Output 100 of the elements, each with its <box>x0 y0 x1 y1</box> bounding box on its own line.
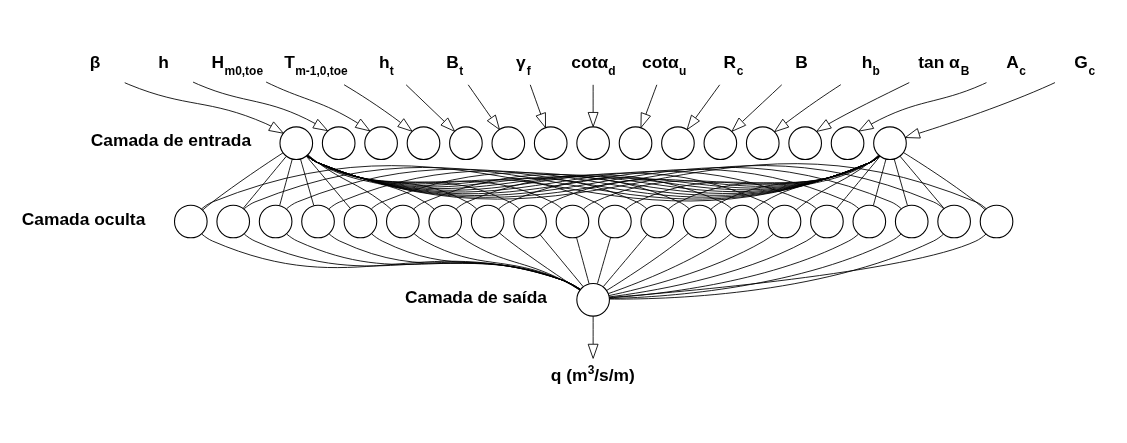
connector <box>307 155 520 210</box>
node-circle <box>364 126 398 161</box>
node-text: q (m$^{3}$/s/m) <box>550 363 635 386</box>
connector <box>753 155 880 210</box>
node-text: T$_{m-1,0,toe}$ <box>284 51 348 78</box>
arrow <box>904 82 1056 139</box>
arrow <box>265 81 371 132</box>
node-circle <box>428 204 463 239</box>
node-text: tan α$_{B}$ <box>918 51 970 78</box>
node-circle <box>576 282 610 317</box>
connector <box>608 233 817 298</box>
connector <box>576 237 590 285</box>
node-text: B$_{t}$ <box>446 51 464 78</box>
node-circle <box>513 204 547 239</box>
arrow <box>529 84 546 128</box>
connector <box>305 155 351 209</box>
connector <box>242 156 287 209</box>
node-text: γ$_{f}$ <box>515 51 531 78</box>
node-circle <box>852 204 887 239</box>
node-circle <box>216 204 251 239</box>
node-circle <box>618 126 653 161</box>
node-circle <box>725 204 759 239</box>
node-circle <box>555 204 590 239</box>
connector <box>307 154 392 210</box>
node-text: cotα$_{d}$ <box>571 51 616 78</box>
connector <box>606 233 689 291</box>
label: Camada de entrada <box>90 130 252 151</box>
node-circle <box>745 126 780 161</box>
connector <box>499 232 581 291</box>
connector <box>279 158 293 206</box>
arrow <box>192 81 328 132</box>
node-circle <box>173 204 208 239</box>
connector <box>903 152 986 210</box>
arrow <box>686 84 721 130</box>
arrow <box>587 84 599 128</box>
connector <box>413 233 581 291</box>
node-text: h$_{b}$ <box>861 51 880 78</box>
arrow <box>124 82 284 134</box>
node-text: β <box>89 51 101 72</box>
node-circle <box>979 204 1014 239</box>
node-circle <box>449 126 483 161</box>
connector <box>893 158 908 206</box>
arrow <box>858 82 987 132</box>
connector <box>307 154 435 210</box>
connector <box>836 156 881 209</box>
connector <box>371 233 581 291</box>
node-circle <box>470 204 505 239</box>
node-circle <box>661 126 695 161</box>
node-text: h$_{t}$ <box>378 51 394 78</box>
node-circle <box>301 204 335 239</box>
connector <box>872 158 887 206</box>
arrow <box>816 82 910 132</box>
connector <box>300 158 315 206</box>
node-circle <box>343 204 378 239</box>
node-circle <box>703 126 738 161</box>
connector <box>608 233 732 294</box>
arrow <box>405 84 456 132</box>
connector <box>608 233 774 296</box>
node-text: A$_{c}$ <box>1006 51 1027 78</box>
node-circle <box>810 204 844 239</box>
node-circle <box>682 204 717 239</box>
arrow <box>343 84 413 132</box>
node-text: cotα$_{u}$ <box>642 51 687 78</box>
arrow <box>640 84 658 128</box>
arrow <box>587 315 599 359</box>
node-circle <box>406 126 441 161</box>
node-circle <box>830 126 865 161</box>
node-circle <box>321 126 356 161</box>
node-circle <box>576 126 610 161</box>
node-circle <box>279 126 314 161</box>
node-circle <box>788 126 822 161</box>
connector <box>307 155 478 210</box>
connector <box>710 155 880 210</box>
node-circle <box>598 204 632 239</box>
node-circle <box>937 204 971 239</box>
node-circle <box>258 204 293 239</box>
node-circle <box>767 204 802 239</box>
node-circle <box>386 204 420 239</box>
connector <box>597 236 612 284</box>
connector <box>899 155 945 209</box>
label: Camada de saída <box>405 286 547 307</box>
arrow <box>467 84 500 130</box>
node-circle <box>873 126 907 161</box>
node-text: R$_{c}$ <box>723 51 744 78</box>
arrow <box>731 84 783 132</box>
node-text: h <box>158 51 169 72</box>
node-circle <box>533 126 568 161</box>
node-text: B <box>795 51 808 72</box>
node-circle <box>640 204 675 239</box>
connector <box>202 152 284 211</box>
node-text: H$_{m0,toe}$ <box>211 51 264 78</box>
connector <box>668 155 880 210</box>
label: Camada oculta <box>21 208 146 229</box>
node-circle <box>491 126 526 161</box>
connector <box>539 234 584 288</box>
arrow <box>774 84 842 133</box>
connector <box>602 234 648 288</box>
connector <box>795 154 879 211</box>
node-text: G$_{c}$ <box>1074 51 1096 78</box>
node-circle <box>894 204 929 239</box>
